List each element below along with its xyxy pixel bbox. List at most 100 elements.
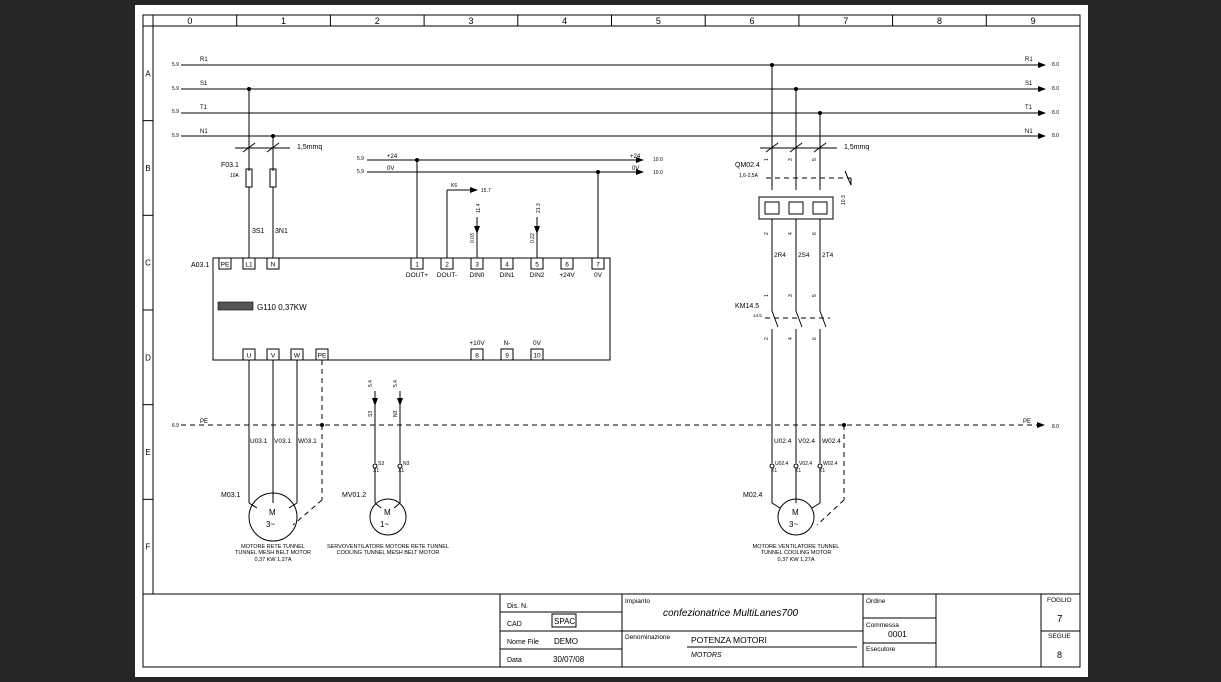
svg-text:14.5: 14.5 bbox=[753, 313, 762, 318]
aux-supply: 5.9 +24 +24 10.0 5.9 0V 0V 10.0 K6 15.7 … bbox=[357, 154, 663, 258]
svg-text:21.3: 21.3 bbox=[536, 203, 542, 213]
terminal-number: 3 bbox=[475, 262, 479, 269]
fuse-f03-1-n bbox=[269, 168, 277, 188]
terminal-number: U bbox=[247, 353, 252, 360]
terminal-number: 4 bbox=[505, 262, 509, 269]
svg-text:MOTORS: MOTORS bbox=[691, 652, 722, 659]
column-label: 2 bbox=[375, 16, 380, 26]
column-label: 0 bbox=[187, 16, 192, 26]
svg-text:TUNNEL COOLING MOTOR: TUNNEL COOLING MOTOR bbox=[761, 550, 832, 556]
svg-text:CAD: CAD bbox=[507, 621, 522, 628]
svg-text:T1: T1 bbox=[200, 105, 208, 111]
svg-text:S3: S3 bbox=[378, 461, 384, 467]
svg-text:0001: 0001 bbox=[888, 629, 907, 639]
svg-text:4: 4 bbox=[788, 337, 794, 340]
svg-text:N1: N1 bbox=[200, 129, 208, 135]
svg-text:5.9: 5.9 bbox=[172, 109, 179, 115]
svg-text:8.0: 8.0 bbox=[1052, 110, 1059, 116]
svg-text:R1: R1 bbox=[1025, 57, 1033, 63]
svg-text:A03.1: A03.1 bbox=[191, 262, 209, 269]
terminal-number: PE bbox=[221, 262, 230, 269]
svg-text:M: M bbox=[384, 508, 391, 517]
svg-text:11.4: 11.4 bbox=[476, 203, 482, 213]
svg-text:S1: S1 bbox=[1025, 81, 1033, 87]
svg-text:Dis. N.: Dis. N. bbox=[507, 603, 528, 610]
svg-text:3: 3 bbox=[788, 294, 794, 297]
svg-text:2R4: 2R4 bbox=[774, 252, 786, 259]
svg-text:5.9: 5.9 bbox=[357, 169, 364, 175]
terminal-number: 5 bbox=[535, 262, 539, 269]
svg-text:3~: 3~ bbox=[789, 520, 798, 529]
row-label: A bbox=[145, 69, 151, 78]
inverter-supply-branch: 1,5mmq F03.1 10A 3S1 3N1 bbox=[221, 87, 322, 258]
svg-text:+24: +24 bbox=[630, 154, 641, 160]
svg-text:Nome File: Nome File bbox=[507, 639, 539, 646]
svg-text:3: 3 bbox=[788, 158, 794, 161]
terminal-number: 1 bbox=[415, 262, 419, 269]
terminal-label: DIN2 bbox=[530, 272, 545, 279]
terminal-number: W bbox=[294, 353, 301, 360]
row-label: F bbox=[146, 543, 151, 552]
svg-text:10.0: 10.0 bbox=[653, 157, 663, 163]
svg-text:V02.4: V02.4 bbox=[799, 461, 812, 467]
svg-text:U02.4: U02.4 bbox=[774, 438, 792, 445]
column-label: 5 bbox=[656, 16, 661, 26]
svg-text:M03.1: M03.1 bbox=[221, 492, 241, 499]
svg-text:5.4: 5.4 bbox=[368, 380, 374, 387]
svg-text:0V: 0V bbox=[387, 166, 394, 172]
svg-text:8.0: 8.0 bbox=[1052, 424, 1059, 430]
svg-text:X1: X1 bbox=[398, 468, 404, 474]
svg-text:7: 7 bbox=[1057, 614, 1063, 625]
svg-text:SEGUE: SEGUE bbox=[1048, 633, 1071, 640]
svg-text:5.4: 5.4 bbox=[393, 380, 399, 387]
svg-text:S3: S3 bbox=[368, 411, 374, 417]
svg-text:U02.4: U02.4 bbox=[775, 461, 789, 467]
column-label: 7 bbox=[843, 16, 848, 26]
column-label: 9 bbox=[1031, 16, 1036, 26]
svg-text:8.0: 8.0 bbox=[1052, 62, 1059, 68]
terminal-number: 7 bbox=[596, 262, 600, 269]
svg-text:SPAC: SPAC bbox=[554, 617, 575, 626]
svg-text:Ordine: Ordine bbox=[866, 598, 886, 605]
svg-text:6: 6 bbox=[812, 232, 818, 235]
svg-text:PE: PE bbox=[200, 419, 208, 425]
svg-text:5.9: 5.9 bbox=[172, 62, 179, 68]
svg-text:3S1: 3S1 bbox=[252, 228, 265, 235]
svg-text:1,6-2,5A: 1,6-2,5A bbox=[739, 173, 759, 179]
svg-text:TUNNEL MESH BELT MOTOR: TUNNEL MESH BELT MOTOR bbox=[235, 550, 311, 556]
terminal-number: 2 bbox=[445, 262, 449, 269]
svg-text:10.0: 10.0 bbox=[653, 170, 663, 176]
svg-text:Denominazione: Denominazione bbox=[625, 634, 671, 641]
svg-text:MOTORE RETE TUNNEL: MOTORE RETE TUNNEL bbox=[241, 544, 305, 550]
fuse-f03-1 bbox=[245, 168, 253, 188]
column-label: 3 bbox=[468, 16, 473, 26]
svg-text:5.9: 5.9 bbox=[172, 133, 179, 139]
svg-text:0,37 KW 1,27A: 0,37 KW 1,27A bbox=[255, 557, 292, 563]
svg-text:R1: R1 bbox=[200, 57, 208, 63]
svg-text:6.9: 6.9 bbox=[172, 423, 179, 429]
svg-text:M02.4: M02.4 bbox=[743, 492, 763, 499]
svg-text:COOLING TUNNEL MESH BELT MOTOR: COOLING TUNNEL MESH BELT MOTOR bbox=[337, 550, 440, 556]
siemens-logo bbox=[217, 301, 254, 311]
svg-text:QM02.4: QM02.4 bbox=[735, 162, 760, 169]
svg-text:SERVOVENTILATORE MOTORE RETE T: SERVOVENTILATORE MOTORE RETE TUNNEL bbox=[327, 544, 449, 550]
svg-text:X1: X1 bbox=[373, 468, 379, 474]
column-label: 8 bbox=[937, 16, 942, 26]
terminal-number: 8 bbox=[475, 353, 479, 360]
svg-text:X1: X1 bbox=[771, 468, 777, 474]
svg-text:Esecutore: Esecutore bbox=[866, 646, 896, 653]
terminal-label: DIN1 bbox=[500, 272, 515, 279]
svg-text:10.3: 10.3 bbox=[841, 195, 847, 205]
svg-text:X1: X1 bbox=[819, 468, 825, 474]
svg-text:8.0: 8.0 bbox=[1052, 86, 1059, 92]
terminal-number: N bbox=[271, 262, 276, 269]
motor-m02-4-circuit: 1,5mmq 1 3 5 QM02.4 1,6-2,5A 10.3 2 4 6 … bbox=[735, 63, 869, 563]
svg-text:2: 2 bbox=[764, 337, 770, 340]
svg-text:W02.4: W02.4 bbox=[822, 438, 841, 445]
svg-text:S1: S1 bbox=[200, 81, 208, 87]
svg-text:V02.4: V02.4 bbox=[798, 438, 815, 445]
svg-text:Impianto: Impianto bbox=[625, 598, 650, 605]
